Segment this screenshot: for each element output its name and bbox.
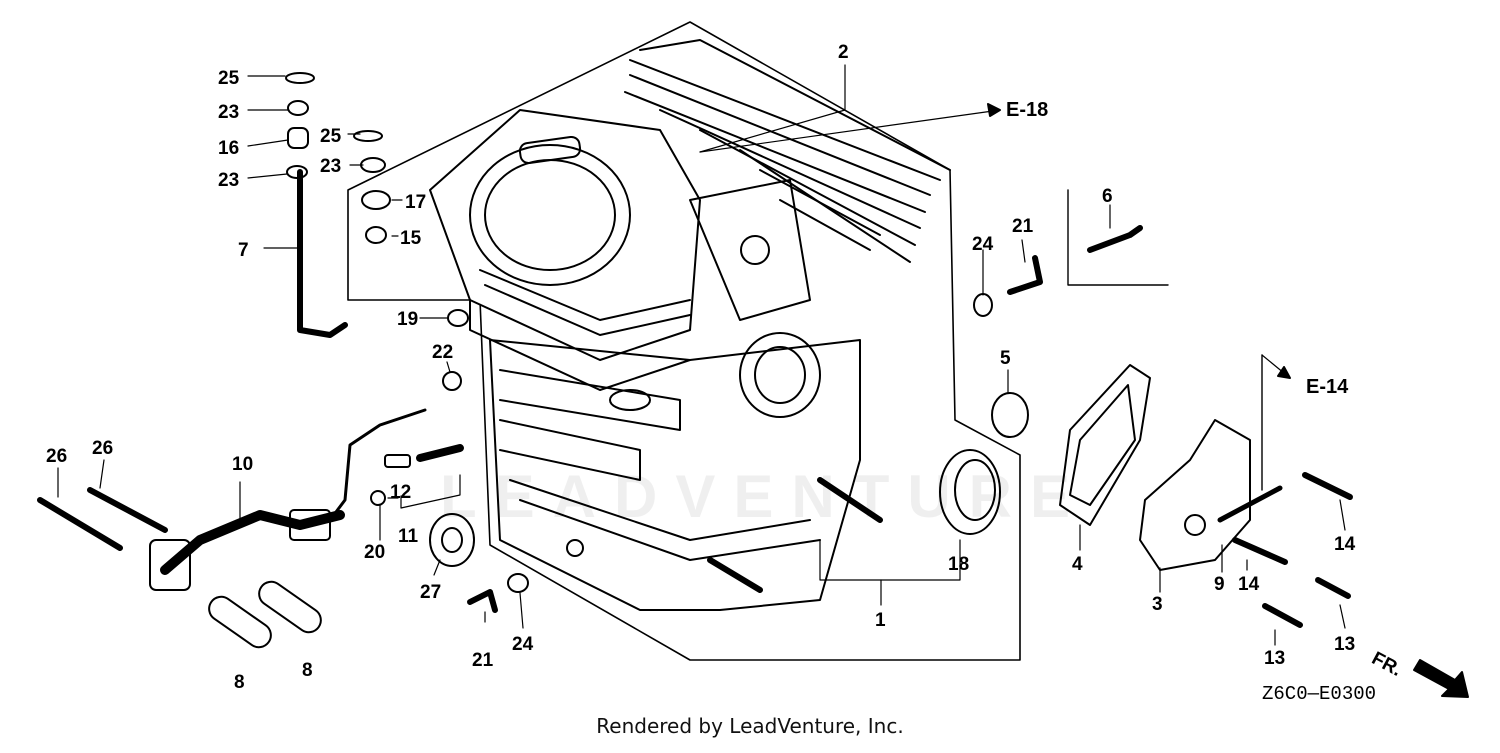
diagram-code: Z6C0—E0300 <box>1262 683 1377 705</box>
callout-8-left: 8 <box>234 672 245 693</box>
bolt-14-top <box>1302 472 1353 500</box>
callout-18: 18 <box>948 554 969 575</box>
callout-17: 17 <box>405 192 426 213</box>
callout-23-left: 23 <box>218 170 239 191</box>
callout-23-top: 23 <box>218 102 239 123</box>
callout-9: 9 <box>1214 574 1225 595</box>
washer-20 <box>370 490 386 506</box>
e14-arrowhead <box>1277 366 1291 379</box>
ref-e18: E-18 <box>1006 99 1048 121</box>
bearing-27 <box>429 513 475 567</box>
front-arrow <box>1413 659 1469 698</box>
callout-13-left: 13 <box>1264 648 1285 669</box>
bearing-27-inner <box>441 527 463 553</box>
callout-27: 27 <box>420 582 441 603</box>
washer-24-right <box>973 293 993 317</box>
watermark: LEADVENTURE <box>440 463 1089 530</box>
bolt-21-right <box>1007 255 1043 295</box>
bolt-26-right <box>87 487 168 533</box>
e18-arrowhead <box>987 103 1001 117</box>
callout-2: 2 <box>838 42 849 63</box>
pin-9 <box>1217 485 1283 523</box>
clip-25-top <box>285 72 315 84</box>
footer-credit: Rendered by LeadVenture, Inc. <box>596 714 904 738</box>
grommet-16 <box>287 127 309 149</box>
callout-6: 6 <box>1102 186 1113 207</box>
callout-21-right: 21 <box>1012 216 1034 237</box>
callout-20: 20 <box>364 542 385 563</box>
callout-11: 11 <box>398 526 419 547</box>
callout-8-right: 8 <box>302 660 313 681</box>
breather-tube <box>297 169 348 338</box>
callout-19: 19 <box>397 309 418 330</box>
callout-26-left: 26 <box>46 446 67 467</box>
cover-3 <box>1139 419 1251 571</box>
crankcase-body <box>489 179 883 611</box>
bolt-26-left <box>37 497 123 551</box>
bolt-21-bottom <box>467 589 498 613</box>
callout-16: 16 <box>218 138 239 159</box>
nut-22 <box>442 371 462 391</box>
callout-7: 7 <box>238 240 249 261</box>
cover-3-hole <box>1184 514 1206 536</box>
o-ring-19 <box>447 309 469 327</box>
callout-10: 10 <box>232 454 253 475</box>
callout-1: 1 <box>875 610 886 631</box>
callout-23-right: 23 <box>320 156 341 177</box>
seal-15 <box>365 226 387 244</box>
callout-21-bottom: 21 <box>472 650 494 671</box>
gasket-4 <box>1059 364 1151 526</box>
washer-24-bottom <box>507 573 529 593</box>
cooling-fins <box>624 39 951 263</box>
clip-25-mid <box>353 130 383 142</box>
washer-23-right <box>360 157 386 173</box>
washer-23-top <box>287 100 309 116</box>
callout-14-mid: 14 <box>1238 574 1260 595</box>
callout-25-top: 25 <box>218 68 240 89</box>
callout-14-top: 14 <box>1334 534 1356 555</box>
ref-e14: E-14 <box>1306 376 1349 398</box>
gasket-4-inner <box>1069 384 1136 506</box>
callout-15: 15 <box>400 228 422 249</box>
bolt-13-right <box>1315 577 1351 599</box>
cylinder-barrel <box>429 109 701 391</box>
callout-labels: 25 23 16 25 23 23 17 15 7 19 22 26 26 10… <box>46 42 1356 693</box>
oil-sensor-harness <box>328 408 464 522</box>
callout-22: 22 <box>432 342 453 363</box>
callout-26-right: 26 <box>92 438 113 459</box>
oil-seal-18 <box>939 449 1001 535</box>
bolt-13-left <box>1262 603 1303 628</box>
sleeve-8-right <box>258 580 322 634</box>
callout-4: 4 <box>1072 554 1083 575</box>
callout-24-bottom: 24 <box>512 634 534 655</box>
callout-12: 12 <box>390 482 411 503</box>
callout-13-right: 13 <box>1334 634 1355 655</box>
leader-lines <box>57 64 1346 646</box>
oil-seal-18-inner <box>954 459 996 521</box>
callout-3: 3 <box>1152 594 1163 615</box>
washer-23-left <box>286 165 308 179</box>
drain-plug-bracket <box>1067 189 1169 286</box>
cylinder-head-group-box <box>347 21 1021 661</box>
bolt-14-mid <box>1232 537 1288 565</box>
seal-17 <box>361 190 391 210</box>
callout-5: 5 <box>1000 348 1011 369</box>
sleeve-8-left <box>208 595 272 649</box>
plug-5 <box>991 392 1029 438</box>
callout-24-right: 24 <box>972 234 994 255</box>
drain-plug-6 <box>1087 225 1143 253</box>
hose-assembly <box>149 509 345 591</box>
callout-25-mid: 25 <box>320 126 342 147</box>
